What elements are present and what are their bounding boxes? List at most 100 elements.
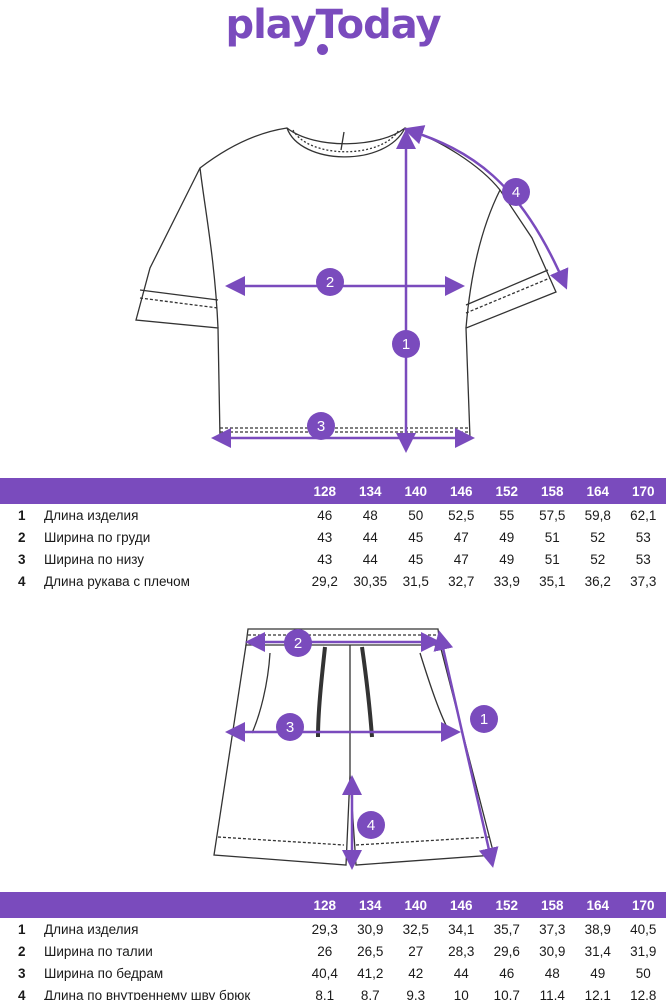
shorts-marker-1: 1 [480, 711, 488, 728]
row-label: Ширина по груди [44, 529, 151, 545]
cell-value: 31,4 [584, 943, 611, 959]
tshirt-size-table: 128 134 140 146 152 158 164 170 1 Длина … [0, 478, 666, 592]
cell-value: 38,9 [584, 921, 611, 937]
cell-value: 27 [408, 943, 424, 959]
table-row: 4 Длина по внутреннему шву брюк 8,1 8,7 … [0, 984, 666, 1000]
size-header: 134 [358, 483, 382, 499]
shorts-marker-3: 3 [286, 719, 294, 736]
table-row: 1 Длина изделия 29,3 30,9 32,5 34,1 35,7… [0, 918, 666, 940]
cell-value: 49 [590, 965, 606, 981]
size-header: 140 [404, 483, 428, 499]
size-header: 134 [358, 897, 382, 913]
cell-value: 55 [499, 507, 515, 523]
cell-value: 32,7 [448, 573, 475, 589]
table-row: 4 Длина рукава с плечом 29,2 30,35 31,5 … [0, 570, 666, 592]
cell-value: 8,7 [360, 987, 380, 1000]
cell-value: 57,5 [539, 507, 566, 523]
table-row: 2 Ширина по талии 26 26,5 27 28,3 29,6 3… [0, 940, 666, 962]
cell-value: 47 [453, 529, 469, 545]
size-header: 128 [313, 897, 337, 913]
cell-value: 34,1 [448, 921, 475, 937]
shorts-size-table: 128 134 140 146 152 158 164 170 1 Длина … [0, 892, 666, 1000]
cell-value: 53 [635, 551, 651, 567]
cell-value: 62,1 [630, 507, 657, 523]
cell-value: 49 [499, 529, 515, 545]
size-header: 158 [540, 483, 564, 499]
size-header: 170 [631, 483, 655, 499]
size-header: 128 [313, 483, 337, 499]
table-row: 3 Ширина по бедрам 40,4 41,2 42 44 46 48… [0, 962, 666, 984]
cell-value: 52 [590, 551, 606, 567]
cell-value: 48 [544, 965, 560, 981]
size-header: 146 [449, 897, 473, 913]
row-label: Ширина по бедрам [44, 965, 164, 981]
row-label: Ширина по низу [44, 551, 145, 567]
size-header: 146 [449, 483, 473, 499]
cell-value: 33,9 [493, 573, 520, 589]
size-header: 140 [404, 897, 428, 913]
cell-value: 28,3 [448, 943, 475, 959]
cell-value: 45 [408, 551, 424, 567]
cell-value: 49 [499, 551, 515, 567]
cell-value: 12,8 [630, 987, 657, 1000]
tshirt-marker-1: 1 [402, 336, 410, 353]
cell-value: 47 [453, 551, 469, 567]
cell-value: 50 [635, 965, 651, 981]
size-header: 158 [540, 897, 564, 913]
shorts-marker-2: 2 [294, 635, 302, 652]
cell-value: 8,1 [315, 987, 335, 1000]
cell-value: 30,9 [357, 921, 384, 937]
tshirt-measure-lines [211, 125, 569, 453]
size-header: 164 [586, 897, 610, 913]
size-header: 152 [495, 483, 519, 499]
row-number: 1 [18, 921, 26, 937]
cell-value: 37,3 [539, 921, 566, 937]
cell-value: 53 [635, 529, 651, 545]
row-number: 4 [18, 573, 26, 589]
tshirt-marker-3: 3 [317, 418, 325, 435]
shorts-measure-lines [225, 630, 499, 870]
shorts-markers: 1 2 3 4 [276, 629, 498, 839]
cell-value: 45 [408, 529, 424, 545]
shorts-marker-4: 4 [367, 817, 375, 834]
row-label: Ширина по талии [44, 943, 153, 959]
cell-value: 43 [317, 551, 333, 567]
tshirt-marker-2: 2 [326, 274, 334, 291]
cell-value: 10 [453, 987, 469, 1000]
shorts-outline [213, 628, 495, 866]
row-label: Длина изделия [44, 507, 139, 523]
row-label: Длина по внутреннему шву брюк [44, 987, 251, 1000]
cell-value: 52,5 [448, 507, 475, 523]
cell-value: 32,5 [402, 921, 429, 937]
cell-value: 52 [590, 529, 606, 545]
table-row: 1 Длина изделия 46 48 50 52,5 55 57,5 59… [0, 504, 666, 526]
row-label: Длина изделия [44, 921, 139, 937]
cell-value: 40,4 [311, 965, 338, 981]
cell-value: 40,5 [630, 921, 657, 937]
cell-value: 48 [362, 507, 378, 523]
tshirt-table-header: 128 134 140 146 152 158 164 170 [0, 478, 666, 504]
row-number: 2 [18, 529, 26, 545]
logo-dot [317, 44, 328, 55]
cell-value: 10,7 [493, 987, 520, 1000]
cell-value: 29,2 [311, 573, 338, 589]
brand-logo: playToday [225, 2, 441, 48]
cell-value: 9,3 [406, 987, 426, 1000]
cell-value: 30,35 [353, 573, 388, 589]
cell-value: 35,7 [493, 921, 520, 937]
tshirt-marker-4: 4 [512, 184, 520, 201]
size-header: 152 [495, 897, 519, 913]
cell-value: 46 [499, 965, 515, 981]
cell-value: 31,9 [630, 943, 657, 959]
size-header: 170 [631, 897, 655, 913]
cell-value: 31,5 [402, 573, 429, 589]
row-number: 4 [18, 987, 26, 1000]
cell-value: 51 [544, 551, 560, 567]
table-row: 3 Ширина по низу 43 44 45 47 49 51 52 53 [0, 548, 666, 570]
cell-value: 44 [362, 551, 378, 567]
cell-value: 29,6 [493, 943, 520, 959]
cell-value: 41,2 [357, 965, 384, 981]
cell-value: 35,1 [539, 573, 566, 589]
shorts-table-header: 128 134 140 146 152 158 164 170 [0, 892, 666, 918]
cell-value: 50 [408, 507, 424, 523]
